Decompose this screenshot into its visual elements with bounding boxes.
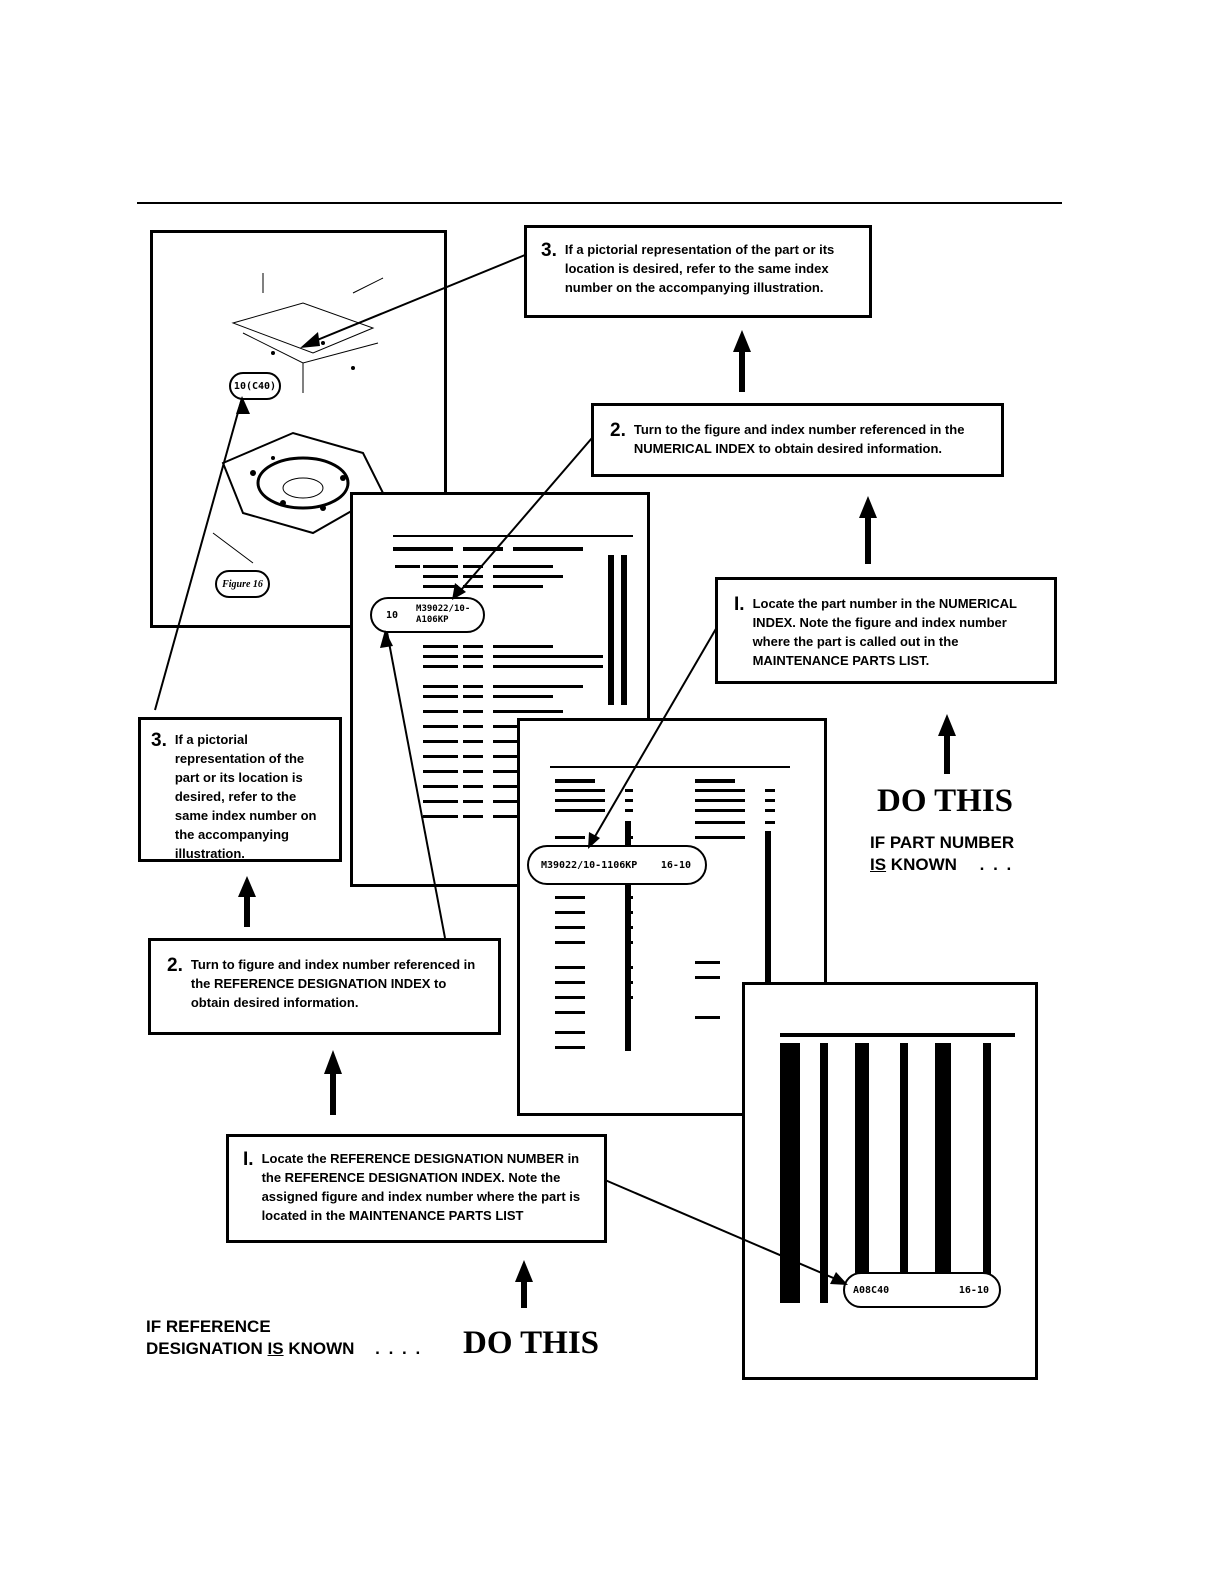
reference-designation-page [742, 982, 1038, 1380]
connector-top-step1 [589, 626, 718, 846]
left-condition-dots: . . . . [375, 1339, 423, 1358]
left-condition-is: IS [267, 1339, 284, 1358]
connector-left-step2 [386, 631, 446, 939]
callout-top-step3-text: If a pictorial representation of the par… [564, 242, 835, 295]
right-condition-line1: IF PART NUMBER [870, 833, 1015, 852]
left-condition-text: IF REFERENCE DESIGNATION IS KNOWN . . . … [146, 1316, 422, 1360]
reference-designation-table [780, 1033, 1015, 1303]
connector-left-step3 [154, 397, 243, 711]
figure-label-text: Figure 16 [222, 578, 263, 590]
callout-top-step1: I. Locate the part number in the NUMERIC… [715, 577, 1057, 684]
right-condition-line2: IS KNOWN . . . [870, 854, 1014, 876]
illustration-index-oval: 10(C40) [229, 372, 281, 400]
callout-left-step2: 2. Turn to figure and index number refer… [148, 938, 501, 1035]
callout-bottom-step1-text: Locate the REFERENCE DESIGNATION NUMBER … [261, 1151, 581, 1223]
callout-bottom-step1: I. Locate the REFERENCE DESIGNATION NUMB… [226, 1134, 607, 1243]
left-condition-designation: DESIGNATION [146, 1339, 268, 1358]
callout-left-step3: 3. If a pictorial representation of the … [138, 717, 342, 862]
right-condition-is: IS [870, 855, 887, 874]
numerical-index-entry-ref: 16-10 [660, 859, 691, 871]
callout-top-step3-number: 3. [541, 240, 557, 261]
connector-bottom-step1 [604, 1179, 846, 1284]
left-condition-known: KNOWN [283, 1339, 355, 1358]
reference-designation-entry-ref: A08C40 [853, 1284, 890, 1296]
callout-top-step2-text: Turn to the figure and index number refe… [633, 422, 965, 456]
numerical-index-table [550, 766, 790, 1051]
parts-list-entry-index: 10 [386, 609, 399, 621]
callout-top-step1-text: Locate the part number in the NUMERICAL … [752, 596, 1017, 668]
right-condition-text: IF PART NUMBER IS KNOWN . . . [870, 832, 1014, 876]
left-do-this-heading: DO THIS [463, 1325, 600, 1361]
reference-designation-entry-fig: 16-10 [958, 1284, 989, 1296]
numerical-index-entry-oval: M39022/10-1106KP 16-10 [527, 845, 707, 885]
header-rule [137, 202, 1062, 204]
numerical-index-entry-part: M39022/10-1106KP [541, 859, 638, 871]
callout-top-step3: 3. If a pictorial representation of the … [524, 225, 872, 318]
parts-list-entry-oval: 10 M39022/10-A106KP [370, 597, 485, 633]
callout-left-step3-text: If a pictorial representation of the par… [174, 732, 317, 861]
callout-bottom-step1-number: I. [243, 1149, 254, 1170]
connector-top-step2 [454, 437, 593, 598]
callout-left-step2-text: Turn to figure and index number referenc… [190, 957, 476, 1010]
left-condition-line1: IF REFERENCE [146, 1317, 271, 1336]
callout-top-step2: 2. Turn to the figure and index number r… [591, 403, 1004, 477]
callout-top-step1-number: I. [734, 594, 745, 615]
illustration-index-text: 10(C40) [233, 380, 277, 392]
right-do-this-heading: DO THIS [877, 783, 1014, 819]
callout-left-step2-number: 2. [167, 955, 183, 976]
right-condition-known: KNOWN [886, 855, 957, 874]
figure-label-oval: Figure 16 [215, 570, 270, 598]
right-condition-dots: . . . [979, 855, 1014, 874]
reference-designation-entry-oval: A08C40 16-10 [843, 1272, 1001, 1308]
connector-top-step3 [304, 254, 526, 346]
parts-list-entry-part: M39022/10-A106KP [416, 604, 471, 625]
callout-left-step3-number: 3. [151, 730, 167, 751]
callout-top-step2-number: 2. [610, 420, 626, 441]
left-condition-line2: DESIGNATION IS KNOWN . . . . [146, 1338, 422, 1360]
parts-list-table [393, 535, 633, 818]
